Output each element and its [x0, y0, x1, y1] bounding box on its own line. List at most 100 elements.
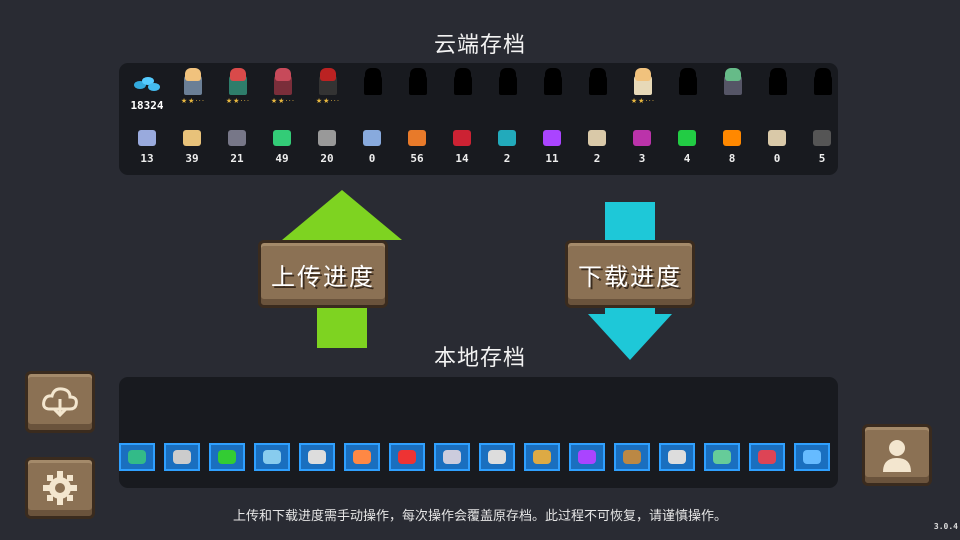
locked-8-icon [763, 67, 793, 97]
local-item-tile[interactable] [704, 443, 740, 471]
material-slot: 56 [395, 127, 439, 165]
battery-icon [218, 450, 236, 464]
character-priest: ★★··· [621, 67, 665, 105]
green-ore-icon [269, 127, 295, 149]
teal-box-icon [494, 127, 520, 149]
character-stars: ★★··· [315, 97, 341, 105]
material-count: 2 [593, 152, 601, 165]
locked-7-icon [673, 67, 703, 97]
purple-potion-icon [578, 450, 596, 464]
material-count: 8 [728, 152, 736, 165]
material-count: 4 [683, 152, 691, 165]
blaster-icon [713, 450, 731, 464]
local-item-tile[interactable] [749, 443, 785, 471]
red-potion-icon [398, 450, 416, 464]
material-slot: 2 [575, 127, 619, 165]
material-slot: 0 [350, 127, 394, 165]
witch-icon [268, 67, 298, 97]
local-item-tile[interactable] [479, 443, 515, 471]
local-save-panel [119, 377, 838, 488]
cloud-icon [42, 387, 78, 418]
local-item-tile[interactable] [119, 443, 155, 471]
material-slot: 0 [755, 127, 799, 165]
character-locked-1 [351, 67, 395, 97]
blue-potion-icon [803, 450, 821, 464]
character-witch: ★★··· [261, 67, 305, 105]
material-slot: 13 [125, 127, 169, 165]
material-slot: 5 [800, 127, 838, 165]
material-count: 14 [455, 152, 469, 165]
green-hat-icon [128, 450, 146, 464]
local-item-tile[interactable] [794, 443, 830, 471]
material-count: 11 [545, 152, 559, 165]
local-item-tile[interactable] [569, 443, 605, 471]
local-item-tile[interactable] [614, 443, 650, 471]
character-locked-7 [666, 67, 710, 97]
red-leaf-icon [449, 127, 475, 149]
material-count: 13 [140, 152, 154, 165]
material-count: 3 [638, 152, 646, 165]
material-count: 21 [230, 152, 244, 165]
assassin-icon [313, 67, 343, 97]
material-count: 49 [275, 152, 289, 165]
local-item-tile[interactable] [299, 443, 335, 471]
egg-icon [533, 450, 551, 464]
download-progress-button[interactable]: 下载进度 [565, 240, 695, 308]
camera-icon [173, 450, 191, 464]
character-locked-8 [756, 67, 800, 97]
settings-button[interactable] [25, 457, 95, 519]
gem-icon [132, 69, 162, 99]
local-item-tile[interactable] [389, 443, 425, 471]
rogue-icon [223, 67, 253, 97]
local-item-tile[interactable] [659, 443, 695, 471]
material-slot: 11 [530, 127, 574, 165]
gadget-icon [308, 450, 326, 464]
version-label: 3.0.4 [933, 522, 958, 531]
character-knight: ★★··· [171, 67, 215, 105]
local-item-tile[interactable] [344, 443, 380, 471]
feather-icon [359, 127, 385, 149]
dark-plate-icon [809, 127, 835, 149]
local-item-tile[interactable] [254, 443, 290, 471]
revolver-icon [488, 450, 506, 464]
material-slot: 14 [440, 127, 484, 165]
material-slot: 4 [665, 127, 709, 165]
character-assassin: ★★··· [306, 67, 350, 105]
character-stars: ★★··· [225, 97, 251, 105]
upload-progress-button[interactable]: 上传进度 [258, 240, 388, 308]
local-save-title: 本地存档 [433, 346, 526, 371]
gear-part-icon [314, 127, 340, 149]
flame-icon [719, 127, 745, 149]
locked-5-icon [538, 67, 568, 97]
priest-icon [628, 67, 658, 97]
locked-1-icon [358, 67, 388, 97]
character-locked-3 [441, 67, 485, 97]
local-item-strip [119, 443, 838, 475]
sword-icon [443, 450, 461, 464]
cloud-save-title: 云端存档 [433, 33, 526, 58]
character-stars: ★★··· [180, 97, 206, 105]
profile-button[interactable] [862, 424, 932, 486]
scroll-icon [584, 127, 610, 149]
locked-3-icon [448, 67, 478, 97]
material-count: 39 [185, 152, 199, 165]
local-item-tile[interactable] [164, 443, 200, 471]
local-item-tile[interactable] [524, 443, 560, 471]
character-locked-5 [531, 67, 575, 97]
local-item-tile[interactable] [209, 443, 245, 471]
druid-icon [718, 67, 748, 97]
warning-hint: 上传和下载进度需手动操作，每次操作会覆盖原存档。此过程不可恢复，请谨慎操作。 [232, 509, 727, 524]
character-stars: ★★··· [270, 97, 296, 105]
local-item-tile[interactable] [434, 443, 470, 471]
door-icon [623, 450, 641, 464]
purple-book-icon [629, 127, 655, 149]
gem-count: 18324 [130, 99, 164, 112]
material-count: 2 [503, 152, 511, 165]
character-stars: ★★··· [630, 97, 656, 105]
character-locked-4 [486, 67, 530, 97]
cloud-button[interactable] [25, 371, 95, 433]
material-slot: 8 [710, 127, 754, 165]
locked-4-icon [493, 67, 523, 97]
material-slot: 49 [260, 127, 304, 165]
locked-6-icon [583, 67, 613, 97]
